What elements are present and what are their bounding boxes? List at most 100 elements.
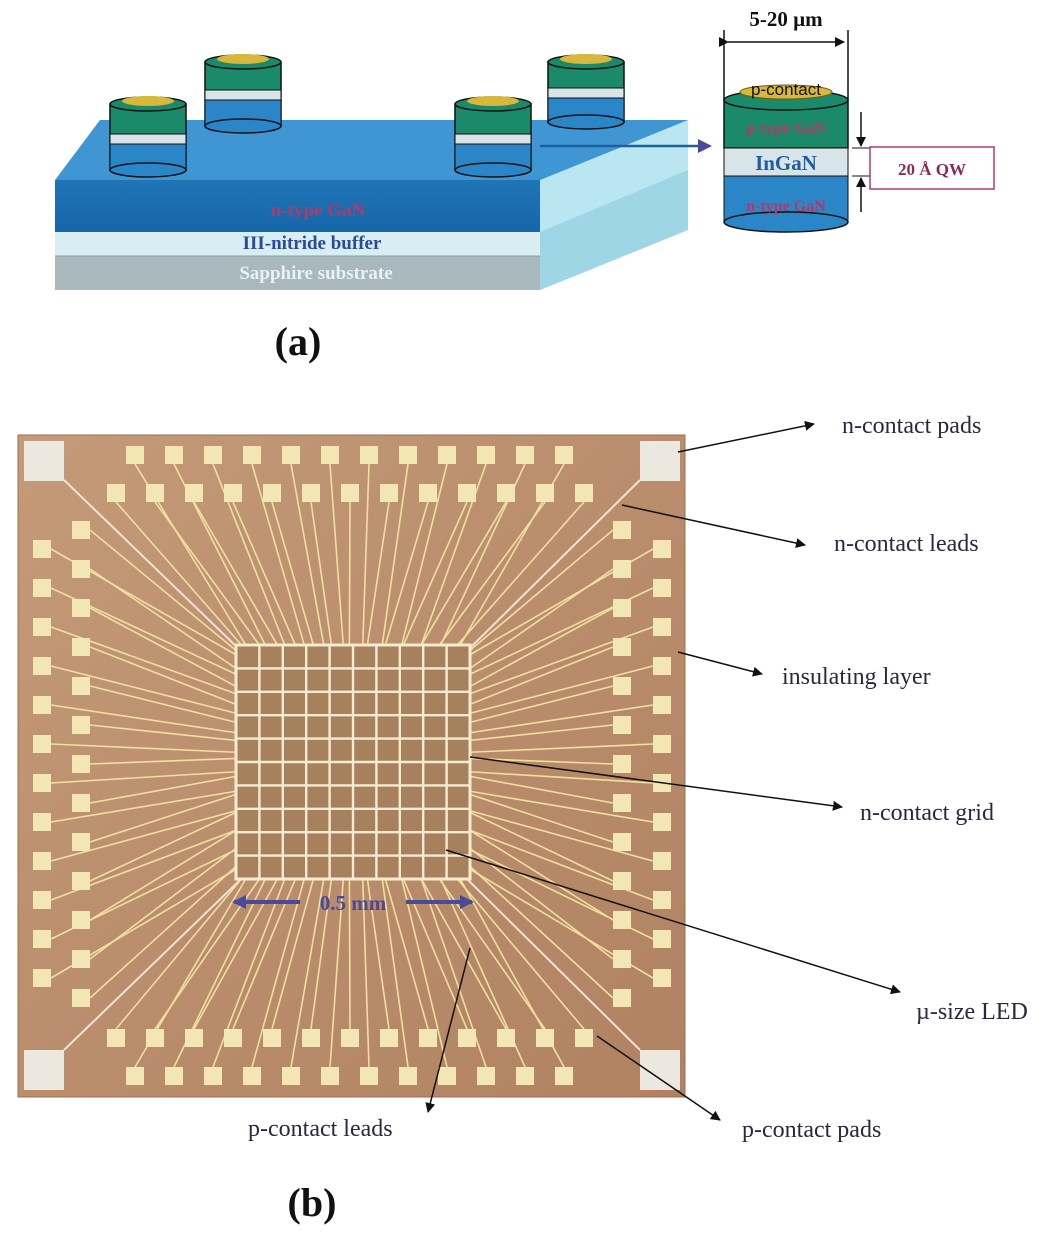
p-contact-pads-label: p-contact pads: [742, 1117, 881, 1143]
contact-pad: [360, 446, 378, 464]
contact-pad: [72, 599, 90, 617]
contact-pad: [341, 1029, 359, 1047]
contact-pad: [263, 1029, 281, 1047]
n-gan-detail-label: n-type GaN: [746, 198, 826, 215]
contact-lead: [89, 865, 237, 999]
contact-lead: [420, 501, 507, 646]
contact-pad: [613, 989, 631, 1007]
contact-lead: [381, 463, 409, 646]
panel-a-label: (a): [275, 319, 322, 364]
n-contact-leads-arrow: [621, 504, 806, 548]
contact-pad: [282, 1067, 300, 1085]
contact-lead: [469, 529, 614, 652]
corner-pad-bl: [24, 1050, 64, 1090]
insulating-boundary-bl: [63, 879, 241, 1051]
contact-lead: [310, 501, 333, 646]
contact-pad: [126, 1067, 144, 1085]
contact-pad: [360, 1067, 378, 1085]
contact-pad: [165, 446, 183, 464]
contact-lead: [348, 878, 351, 1030]
qw-box: [869, 146, 995, 190]
contact-pad: [653, 891, 671, 909]
contact-lead: [400, 463, 448, 646]
contact-pad: [653, 579, 671, 597]
qw-label: 20 Å QW: [898, 160, 966, 179]
contact-pad: [224, 1029, 242, 1047]
contact-lead: [366, 501, 390, 646]
n-contact-leads-label: n-contact leads: [834, 531, 979, 557]
contact-pad: [653, 852, 671, 870]
contact-lead: [381, 878, 409, 1068]
contact-lead: [50, 790, 237, 823]
contact-pad: [33, 696, 51, 714]
scale-bar-label: 0.5 mm: [320, 891, 387, 915]
contact-lead: [366, 878, 390, 1030]
contact-lead: [469, 665, 654, 715]
contact-pad: [33, 969, 51, 987]
contact-lead: [310, 878, 333, 1030]
contact-lead: [361, 463, 370, 646]
n-contact-grid-label: n-contact grid: [860, 800, 994, 826]
contact-pad: [613, 599, 631, 617]
contact-lead: [89, 811, 237, 882]
contact-pad: [302, 484, 320, 502]
contact-lead: [89, 757, 237, 765]
p-contact-label: p-contact: [751, 80, 821, 99]
contact-lead: [469, 809, 654, 862]
contact-pad: [302, 1029, 320, 1047]
contact-pad: [613, 716, 631, 734]
contact-pad: [653, 540, 671, 558]
contact-pad: [536, 484, 554, 502]
corner-pad-tr: [640, 441, 680, 481]
pillar-4: [547, 54, 625, 130]
contact-pad: [516, 1067, 534, 1085]
buffer-layer-label: III-nitride buffer: [243, 233, 382, 254]
contact-pad: [72, 989, 90, 1007]
contact-pad: [438, 446, 456, 464]
contact-pad: [613, 677, 631, 695]
contact-pad: [165, 1067, 183, 1085]
insulating-boundary-tl: [63, 479, 241, 651]
contact-pad: [380, 484, 398, 502]
contact-pad: [613, 638, 631, 656]
contact-lead: [115, 878, 243, 1030]
panel-b: 0.5 mm n-contact pads n-contact leads in…: [17, 413, 1028, 1225]
contact-pad: [282, 446, 300, 464]
contact-lead: [469, 704, 654, 734]
contact-lead: [329, 463, 345, 646]
contact-lead: [456, 501, 585, 646]
contact-pad: [107, 484, 125, 502]
contact-lead: [251, 463, 306, 646]
contact-lead: [89, 529, 237, 652]
contact-pad: [613, 833, 631, 851]
ingan-label: InGaN: [755, 151, 817, 175]
contact-lead: [89, 568, 237, 670]
pillar-detail: [723, 84, 849, 233]
contact-lead: [50, 665, 237, 715]
n-contact-grid-arrow: [469, 756, 843, 811]
contact-lead: [400, 878, 448, 1068]
contact-pad: [419, 1029, 437, 1047]
n-contact-pads-arrow: [677, 420, 815, 453]
contact-pad: [33, 579, 51, 597]
contact-pad: [497, 1029, 515, 1047]
contact-pad: [224, 484, 242, 502]
contact-pad: [204, 446, 222, 464]
contact-pad: [536, 1029, 554, 1047]
contact-lead: [438, 501, 546, 646]
contact-lead: [469, 829, 614, 921]
contact-pad: [33, 891, 51, 909]
contact-pad: [555, 446, 573, 464]
contact-pad: [33, 774, 51, 792]
contact-lead: [348, 501, 351, 646]
insulating-layer-arrow: [677, 651, 763, 677]
contact-pad: [477, 1067, 495, 1085]
contact-pad: [146, 1029, 164, 1047]
contact-pad: [613, 950, 631, 968]
contact-lead: [89, 829, 237, 921]
contact-pad: [72, 560, 90, 578]
contact-lead: [251, 878, 306, 1068]
p-gan-label: p-type GaN: [746, 120, 826, 137]
p-contact-pads-arrow: [596, 1035, 721, 1121]
width-label: 5-20 µm: [749, 7, 823, 31]
